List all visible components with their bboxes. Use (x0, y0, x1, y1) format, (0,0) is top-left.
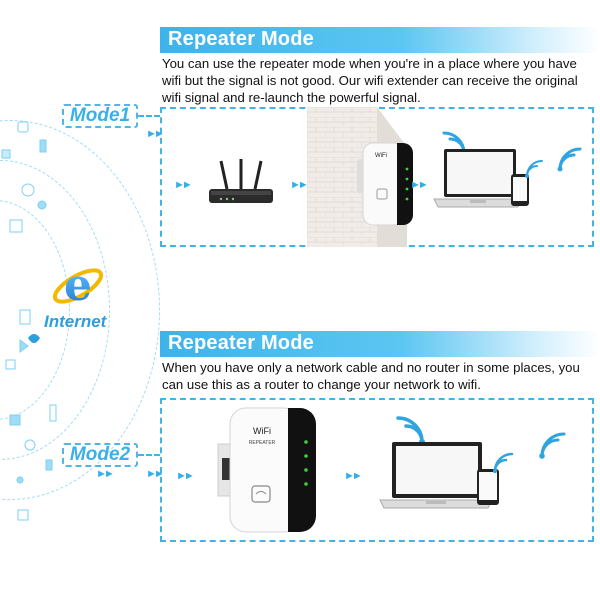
section2-description: When you have only a network cable and n… (162, 359, 592, 393)
wifi-signal-icon (492, 452, 514, 474)
svg-text:e: e (64, 260, 92, 311)
smartphone-icon (511, 174, 529, 206)
device-model: REPEATER (249, 440, 276, 446)
section2-heading: Repeater Mode (168, 332, 314, 354)
device-brand: WiFi (253, 426, 271, 436)
section1-line: wifi signal and re-launch the powerful s… (162, 90, 421, 105)
arrow-icon: ►► (96, 468, 115, 480)
mode1-panel: ►► ►► WiFi ►► (160, 107, 594, 247)
mode2-panel: ►► WiFi REPEATER ►► (160, 398, 594, 542)
arrow-icon: ►► (344, 470, 363, 482)
connector-line (138, 454, 160, 456)
internet-explorer-icon: e (52, 260, 104, 311)
arrow-icon: ►► (174, 179, 193, 191)
router-icon (209, 159, 273, 203)
connector-line (138, 115, 160, 117)
mode1-label: Mode1 (62, 104, 138, 128)
wifi-signal-icon (557, 147, 582, 172)
arrow-icon: ►► (290, 179, 309, 191)
mode2-label: Mode2 (62, 443, 138, 467)
laptop-icon (433, 149, 523, 208)
section1-banner: Repeater Mode (160, 27, 600, 53)
laptop-icon (379, 442, 493, 509)
device-brand: WiFi (375, 153, 387, 159)
wifi-repeater-icon: WiFi REPEATER (217, 407, 316, 533)
section1-heading: Repeater Mode (168, 28, 314, 50)
arrow-icon: ►► (410, 179, 429, 191)
section1-line: wifi but the signal is not good. Our wif… (162, 73, 578, 88)
wifi-signal-icon (539, 432, 566, 459)
wifi-repeater-icon: WiFi (357, 142, 413, 226)
arrow-icon: ►► (176, 470, 195, 482)
section1-line: You can use the repeater mode when you'r… (162, 56, 577, 71)
section2-line: can use this as a router to change your … (162, 377, 481, 392)
smartphone-icon (477, 469, 499, 505)
section2-banner: Repeater Mode (160, 331, 600, 357)
section1-description: You can use the repeater mode when you'r… (162, 55, 592, 106)
internet-label: Internet (44, 312, 107, 331)
section2-line: When you have only a network cable and n… (162, 360, 580, 375)
tech-icons-decoration (1, 121, 57, 521)
wifi-signal-icon (525, 160, 543, 178)
